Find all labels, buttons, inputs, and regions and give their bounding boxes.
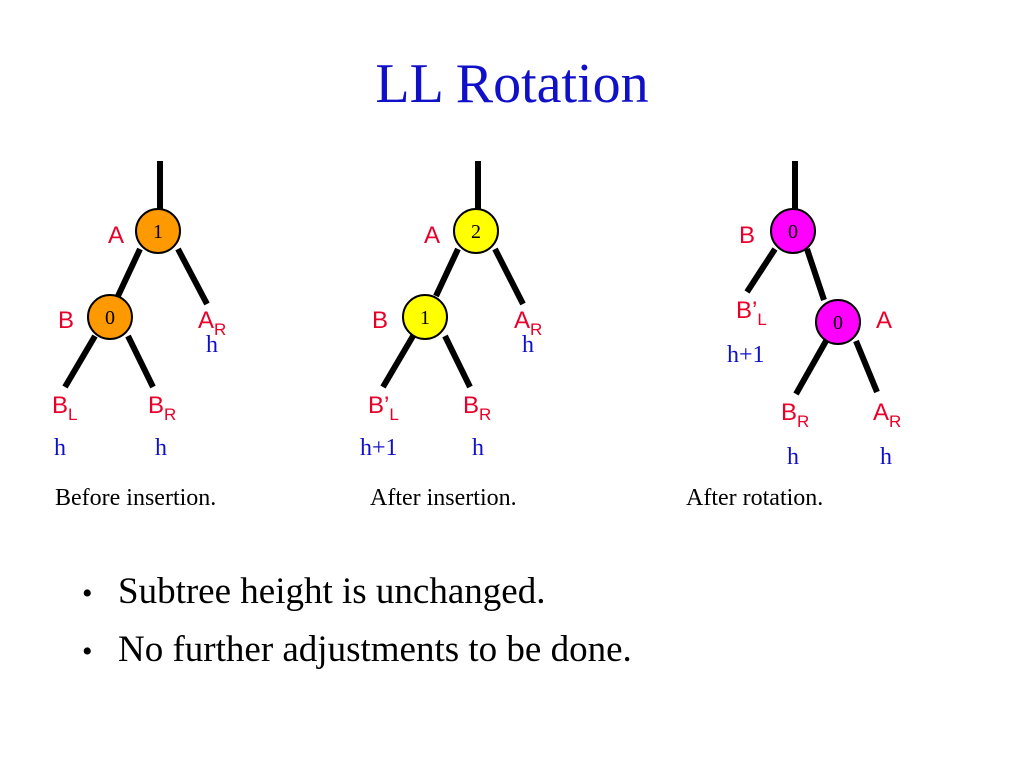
bullet-text: No further adjustments to be done. [118, 629, 632, 670]
subtree-height-br: h [155, 435, 167, 461]
node-label-b: B [372, 307, 388, 334]
tree-before-insertion: 1 A 0 B AR h BL h BR h Before insertion. [52, 161, 226, 511]
caption-before-insertion: Before insertion. [55, 485, 216, 511]
subtree-height-br: h [787, 444, 799, 470]
node-b [770, 208, 816, 254]
bullet-list: • Subtree height is unchanged. • No furt… [82, 570, 632, 686]
balance-factor-a: 1 [153, 221, 163, 243]
subtree-label-br: BR [463, 392, 491, 424]
tree-after-insertion: 2 A 1 B AR h B’L h+1 BR h After insertio… [360, 161, 542, 511]
node-a [815, 299, 861, 345]
subtree-height-ar: h [880, 444, 892, 470]
edge-a-to-b [115, 247, 143, 298]
node-b [402, 294, 448, 340]
bullet-item: • No further adjustments to be done. [82, 628, 632, 686]
subtree-label-ar: AR [198, 307, 226, 339]
subtree-label-bl: B’L [368, 392, 399, 424]
edge-b-to-br [442, 334, 473, 389]
subtree-height-bl: h [54, 435, 66, 461]
subtree-label-ar: AR [873, 399, 901, 431]
balance-factor-a: 2 [471, 221, 481, 243]
edge-b-to-bl [62, 334, 98, 389]
caption-after-insertion: After insertion. [370, 485, 517, 511]
node-a [135, 208, 181, 254]
edge-a-to-br [793, 339, 829, 396]
edge-b-to-bl [744, 247, 778, 294]
tree-after-rotation: 0 B 0 A B’L h+1 BR h AR h After rotation… [686, 161, 901, 511]
edge-b-to-bl [380, 334, 416, 389]
node-label-b: B [58, 307, 74, 334]
balance-factor-b: 0 [788, 221, 798, 243]
node-label-a: A [108, 222, 124, 249]
bullet-text: Subtree height is unchanged. [118, 571, 546, 612]
balance-factor-b: 1 [420, 307, 430, 329]
edge-a-to-ar [853, 339, 880, 394]
subtree-height-ar: h [522, 332, 534, 358]
bullet-dot-icon: • [82, 577, 93, 610]
subtree-height-ar: h [206, 332, 218, 358]
subtree-height-bl: h+1 [360, 435, 398, 461]
node-label-a: A [876, 307, 892, 334]
subtree-height-bl: h+1 [727, 342, 765, 368]
node-a [453, 208, 499, 254]
subtree-label-ar: AR [514, 307, 542, 339]
edge-b-to-a [804, 248, 827, 301]
subtree-label-br: BR [148, 392, 176, 424]
bullet-item: • Subtree height is unchanged. [82, 570, 632, 628]
subtree-height-br: h [472, 435, 484, 461]
edge-a-to-ar [175, 247, 210, 306]
edge-b-to-br [125, 334, 156, 389]
caption-after-rotation: After rotation. [686, 485, 823, 511]
subtree-label-br: BR [781, 399, 809, 431]
bullet-dot-icon: • [82, 635, 93, 668]
subtree-label-bl: B’L [736, 297, 767, 329]
balance-factor-b: 0 [105, 307, 115, 329]
node-label-b: B [739, 222, 755, 249]
edge-a-to-b [433, 247, 461, 298]
balance-factor-a: 0 [833, 312, 843, 334]
node-label-a: A [424, 222, 440, 249]
edge-a-to-ar [492, 247, 526, 306]
slide-title: LL Rotation [375, 53, 649, 115]
subtree-label-bl: BL [52, 392, 77, 424]
node-b [87, 294, 133, 340]
